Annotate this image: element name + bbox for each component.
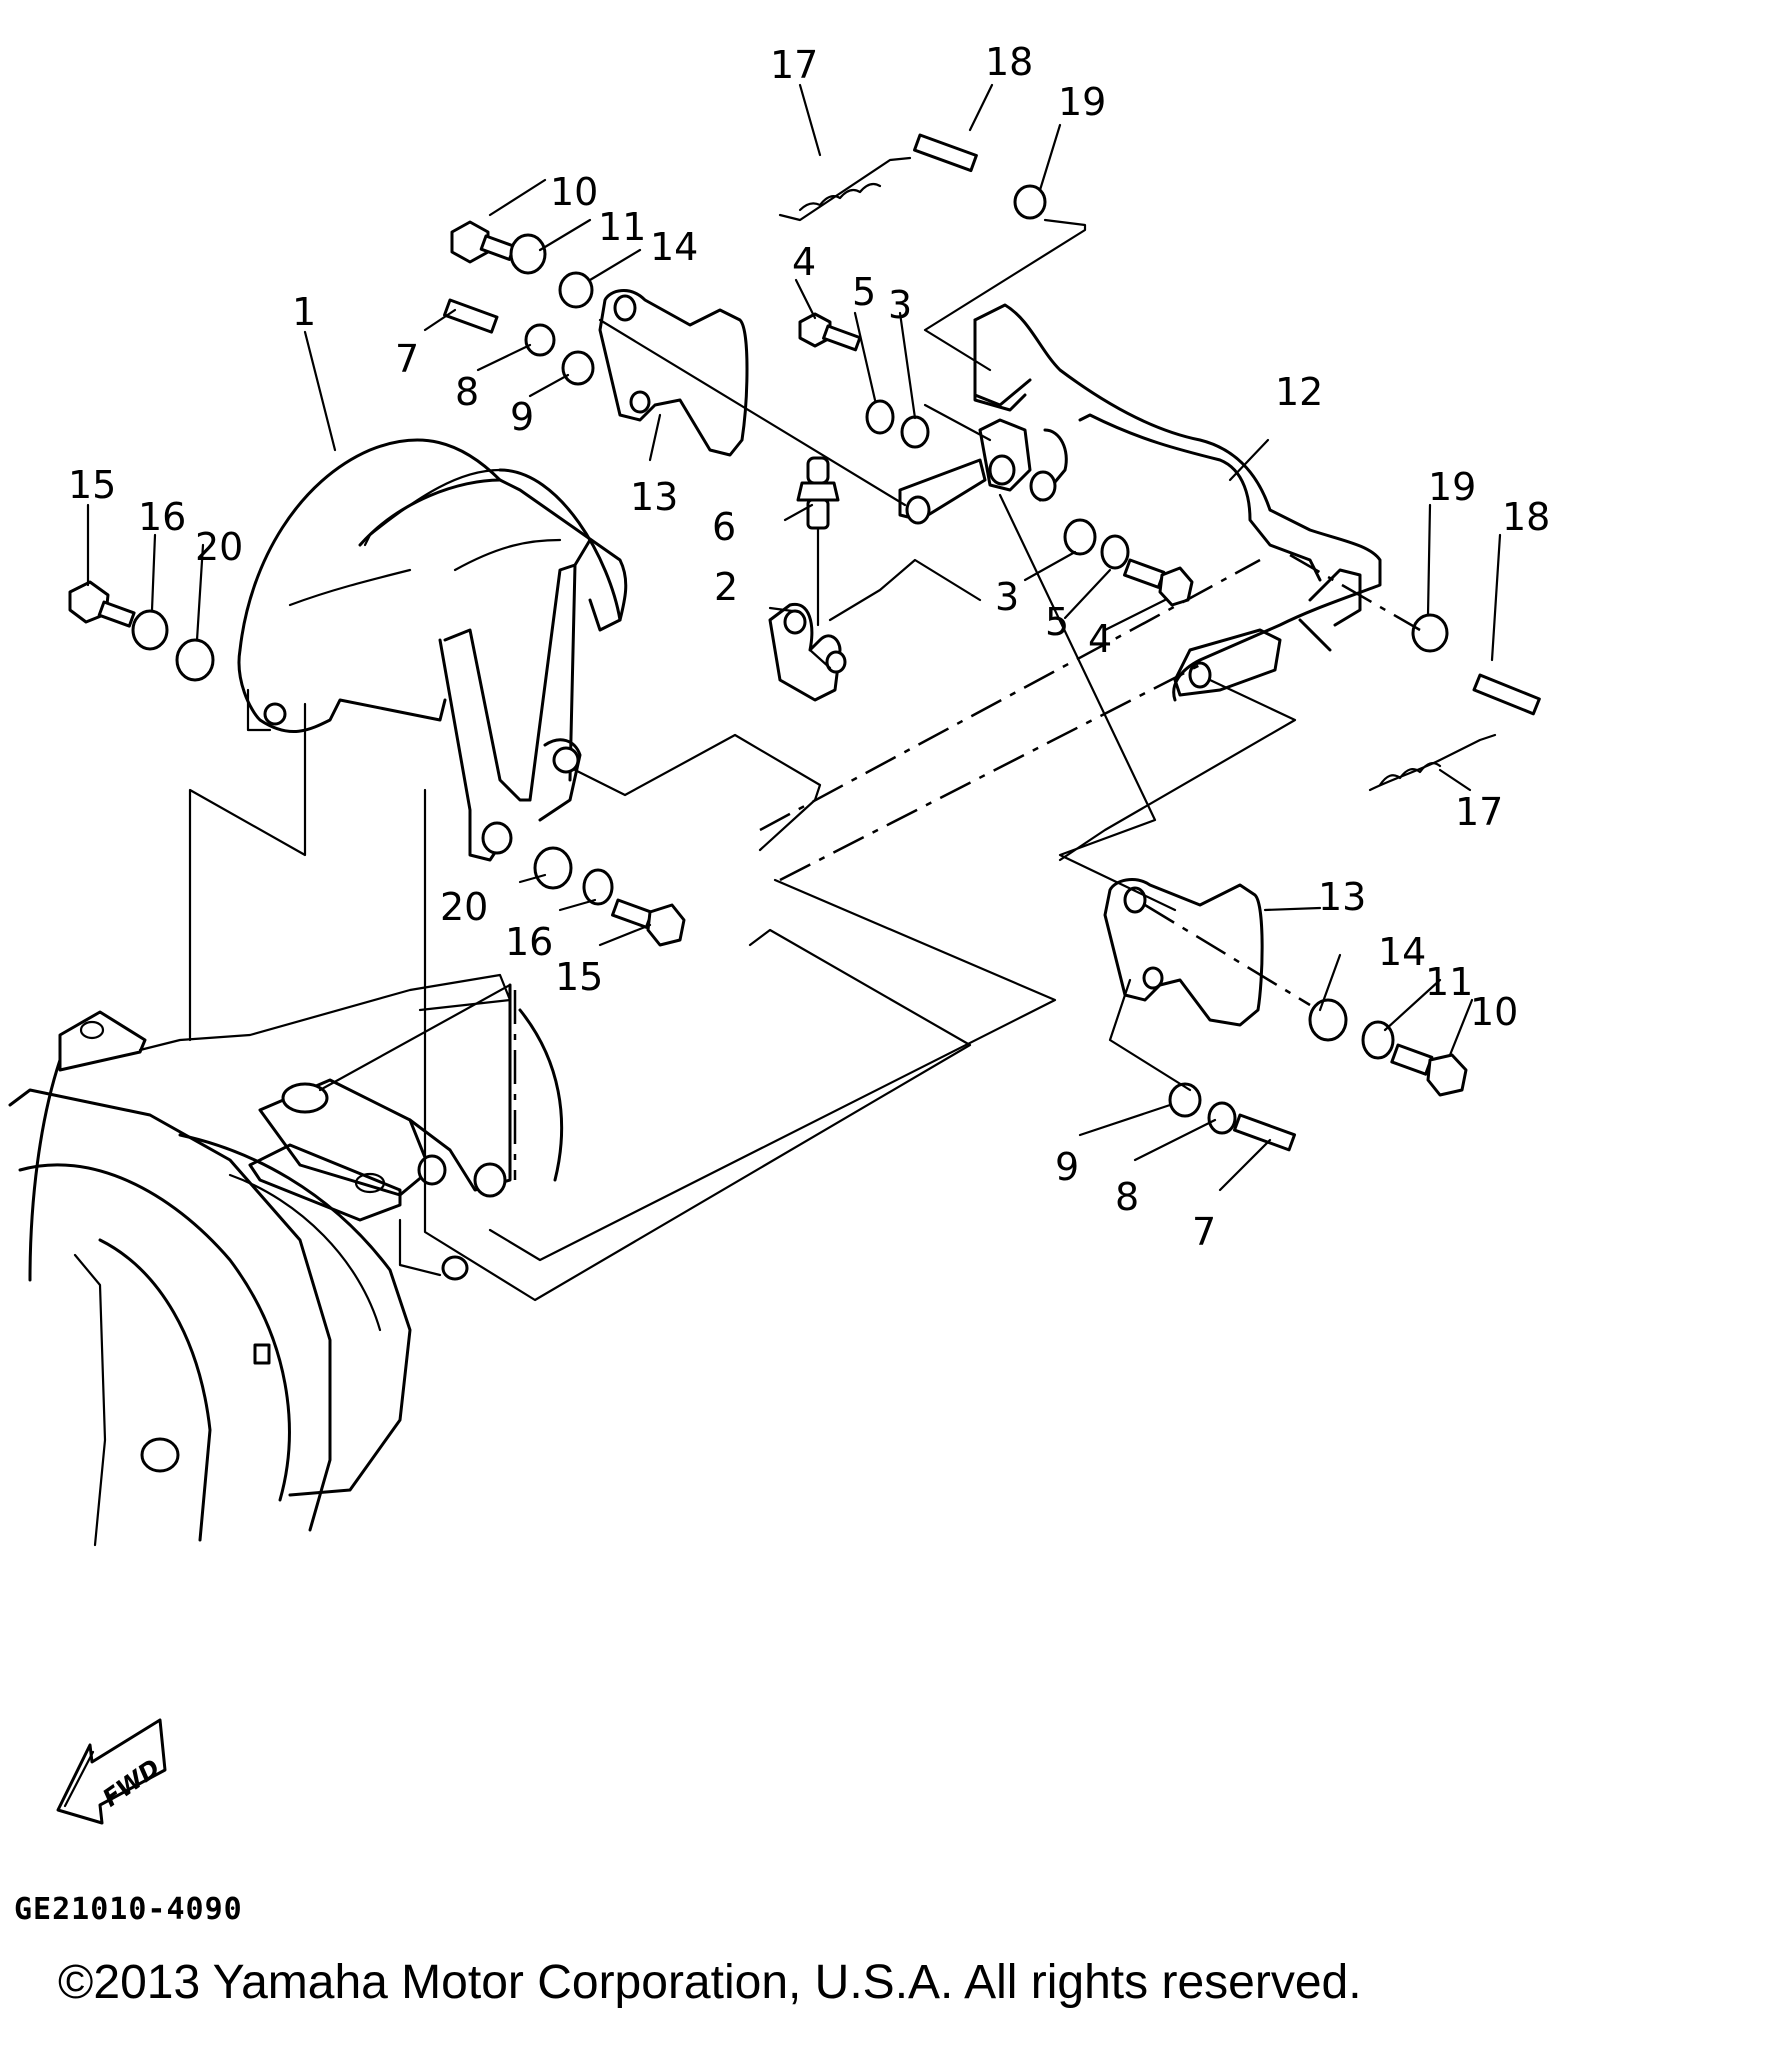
jet-pump-housing	[8, 973, 564, 1547]
callout-19: 19	[1058, 80, 1106, 124]
callout-11: 11	[1425, 960, 1473, 1004]
leader-lines	[86, 83, 1502, 1192]
callout-4: 4	[792, 240, 816, 284]
callout-17: 17	[770, 43, 818, 87]
callout-10: 10	[550, 170, 598, 214]
callout-11: 11	[598, 205, 646, 249]
callout-9: 9	[510, 395, 534, 439]
fwd-arrow-icon: FWD	[56, 1718, 167, 1825]
figure-code: GE21010-4090	[14, 1892, 243, 1927]
callout-8: 8	[1115, 1175, 1139, 1219]
callout-20: 20	[440, 885, 488, 929]
callout-7: 7	[1192, 1210, 1216, 1254]
part-13-bracket-lower	[1103, 878, 1264, 1027]
callout-3: 3	[995, 575, 1019, 619]
callout-20: 20	[195, 525, 243, 569]
callout-7: 7	[395, 337, 419, 381]
callout-5: 5	[852, 270, 876, 314]
callout-16: 16	[505, 920, 553, 964]
callout-18: 18	[1502, 495, 1550, 539]
callout-15: 15	[68, 463, 116, 507]
callout-3: 3	[888, 283, 912, 327]
callout-numbers: 1 2 3 3 4 4 5 5 6 7 7 8 8 9 9 10 10 11 1…	[68, 40, 1550, 1254]
callout-15: 15	[555, 955, 603, 999]
part-1-deflector	[237, 438, 628, 862]
callout-5: 5	[1045, 600, 1069, 644]
callout-2: 2	[714, 565, 738, 609]
callout-13: 13	[630, 475, 678, 519]
callout-18: 18	[985, 40, 1033, 84]
callout-14: 14	[1378, 930, 1426, 974]
assembly-lines	[188, 218, 1421, 1302]
callout-9: 9	[1055, 1145, 1079, 1189]
fasteners	[68, 133, 1541, 1152]
fwd-label: FWD	[98, 1753, 166, 1812]
copyright-notice: ©2013 Yamaha Motor Corporation, U.S.A. A…	[58, 1956, 1362, 2009]
part-6-grease-nipple	[796, 456, 840, 627]
callout-12: 12	[1275, 370, 1323, 414]
callout-16: 16	[138, 495, 186, 539]
callout-4: 4	[1088, 617, 1112, 661]
callout-8: 8	[455, 370, 479, 414]
part-13-bracket-upper	[598, 289, 749, 457]
callout-17: 17	[1455, 790, 1503, 834]
part-12-bracket	[898, 303, 1382, 702]
callout-13: 13	[1318, 875, 1366, 919]
part-2-bracket	[768, 602, 847, 702]
callout-1: 1	[292, 290, 316, 334]
callout-19: 19	[1428, 465, 1476, 509]
callout-14: 14	[650, 225, 698, 269]
callout-10: 10	[1470, 990, 1518, 1034]
callout-6: 6	[712, 505, 736, 549]
